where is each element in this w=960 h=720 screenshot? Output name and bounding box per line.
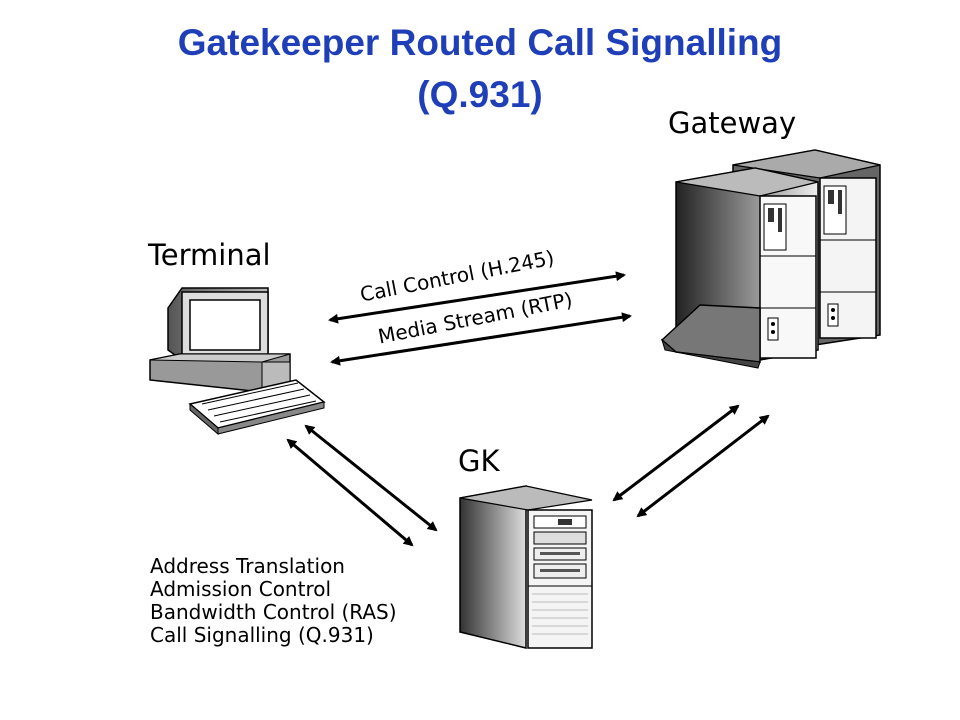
gateway-icon xyxy=(660,149,881,369)
gk-icon xyxy=(459,485,593,649)
gk-label: GK xyxy=(458,444,500,478)
gk-function-item: Address Translation xyxy=(150,554,345,578)
gk-function-item: Bandwidth Control (RAS) xyxy=(150,600,397,624)
gk-functions-list: Address Translation Admission Control Ba… xyxy=(150,555,397,647)
diagram-title: Gatekeeper Routed Call Signalling xyxy=(177,22,783,63)
terminal-label: Terminal xyxy=(148,238,271,272)
terminal-icon xyxy=(149,287,326,436)
diagram-subtitle: (Q.931) xyxy=(417,74,543,115)
terminal-gk-arrow-2 xyxy=(304,424,438,532)
terminal-gk-arrow-1 xyxy=(286,438,414,547)
gk-function-item: Admission Control xyxy=(150,577,332,601)
media-stream-arrow xyxy=(330,312,632,366)
gk-gateway-arrow-2 xyxy=(636,414,770,518)
gk-function-item: Call Signalling (Q.931) xyxy=(150,623,374,647)
gateway-label: Gateway xyxy=(668,106,797,140)
